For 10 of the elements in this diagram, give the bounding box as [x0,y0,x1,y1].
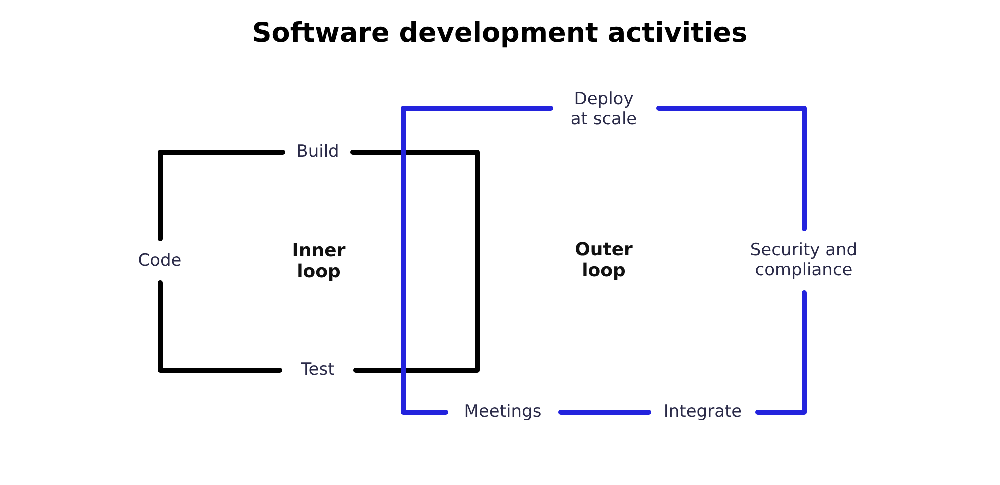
loop-title: Outer loop [574,238,634,282]
activity-label: Security and compliance [749,240,859,282]
activity-label: Meetings [463,402,543,422]
activity-label: Test [300,360,336,380]
activity-label: Code [137,250,183,272]
activity-label: Build [296,142,340,162]
activity-label: Integrate [662,402,744,422]
loop-title: Inner loop [291,240,347,284]
diagram-title: Software development activities [251,18,749,49]
activity-label: Deploy at scale [570,90,638,130]
